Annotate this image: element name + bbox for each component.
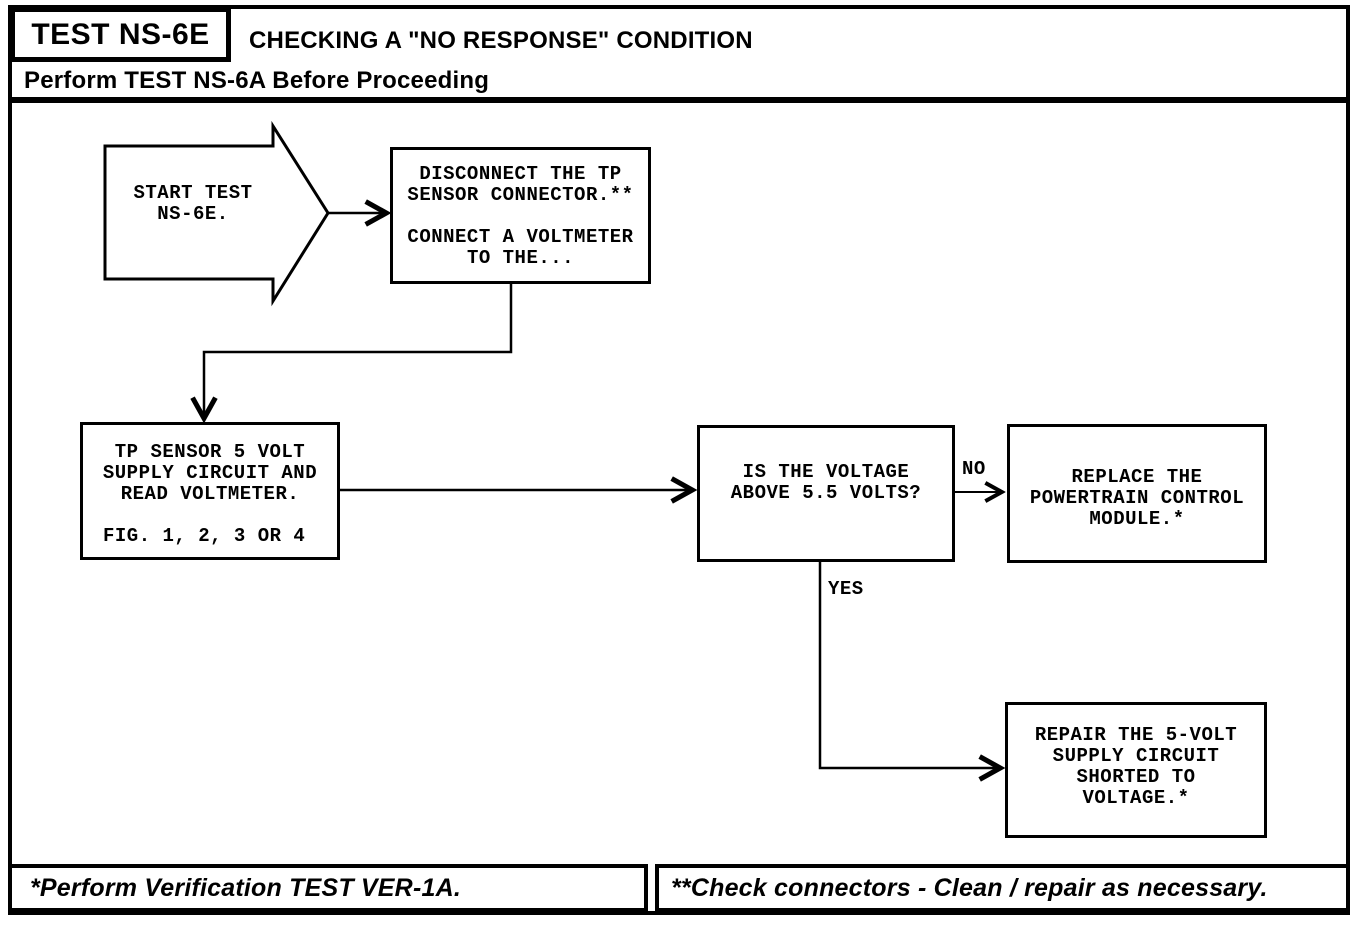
page-subtitle: Perform TEST NS-6A Before Proceeding [24, 67, 490, 94]
node-line: SHORTED TO [1076, 766, 1196, 788]
node-line: ABOVE 5.5 VOLTS? [730, 482, 922, 504]
edge-label-yes: YES [828, 578, 864, 600]
test-id-box: TEST NS-6E [10, 7, 231, 62]
node-line: VOLTAGE.* [1082, 787, 1190, 809]
node-line: MODULE.* [1089, 508, 1185, 530]
node-line: NS-6E. [157, 203, 229, 225]
node-line [393, 206, 648, 227]
node-repair-circuit: REPAIR THE 5-VOLT SUPPLY CIRCUIT SHORTED… [1005, 702, 1267, 838]
node-replace-pcm: REPLACE THE POWERTRAIN CONTROL MODULE.* [1007, 424, 1267, 563]
node-line: SUPPLY CIRCUIT [1052, 745, 1220, 767]
node-line: FIG. 1, 2, 3 OR 4 [103, 525, 306, 547]
test-id-label: TEST NS-6E [31, 17, 210, 51]
node-line: IS THE VOLTAGE [742, 461, 910, 483]
edge-label-no: NO [962, 458, 986, 480]
node-line: START TEST [133, 182, 253, 204]
node-line: SENSOR CONNECTOR.** [407, 184, 634, 206]
footer-note-right-text: **Check connectors - Clean / repair as n… [671, 873, 1268, 902]
header-divider [8, 97, 1350, 103]
footer-note-left: *Perform Verification TEST VER-1A. [8, 864, 648, 912]
page-title: CHECKING A "NO RESPONSE" CONDITION [249, 27, 753, 54]
node-line: DISCONNECT THE TP [419, 163, 622, 185]
start-node: START TEST NS-6E. [107, 183, 279, 225]
node-disconnect: DISCONNECT THE TP SENSOR CONNECTOR.** CO… [390, 147, 651, 284]
node-line: TP SENSOR 5 VOLT [114, 441, 306, 463]
node-line [83, 505, 337, 526]
node-line: POWERTRAIN CONTROL [1029, 487, 1245, 509]
page-border [8, 5, 1350, 915]
node-line: REPAIR THE 5-VOLT [1034, 724, 1238, 746]
node-line: CONNECT A VOLTMETER [407, 226, 634, 248]
node-line: SUPPLY CIRCUIT AND [102, 462, 318, 484]
node-line: READ VOLTMETER. [120, 483, 300, 505]
footer-note-left-text: *Perform Verification TEST VER-1A. [30, 873, 461, 902]
node-line: REPLACE THE [1071, 466, 1203, 488]
node-tp-sensor: TP SENSOR 5 VOLT SUPPLY CIRCUIT AND READ… [80, 422, 340, 560]
node-line: TO THE... [466, 247, 575, 269]
footer-note-right: **Check connectors - Clean / repair as n… [655, 864, 1350, 912]
node-voltage-question: IS THE VOLTAGE ABOVE 5.5 VOLTS? [697, 425, 955, 562]
